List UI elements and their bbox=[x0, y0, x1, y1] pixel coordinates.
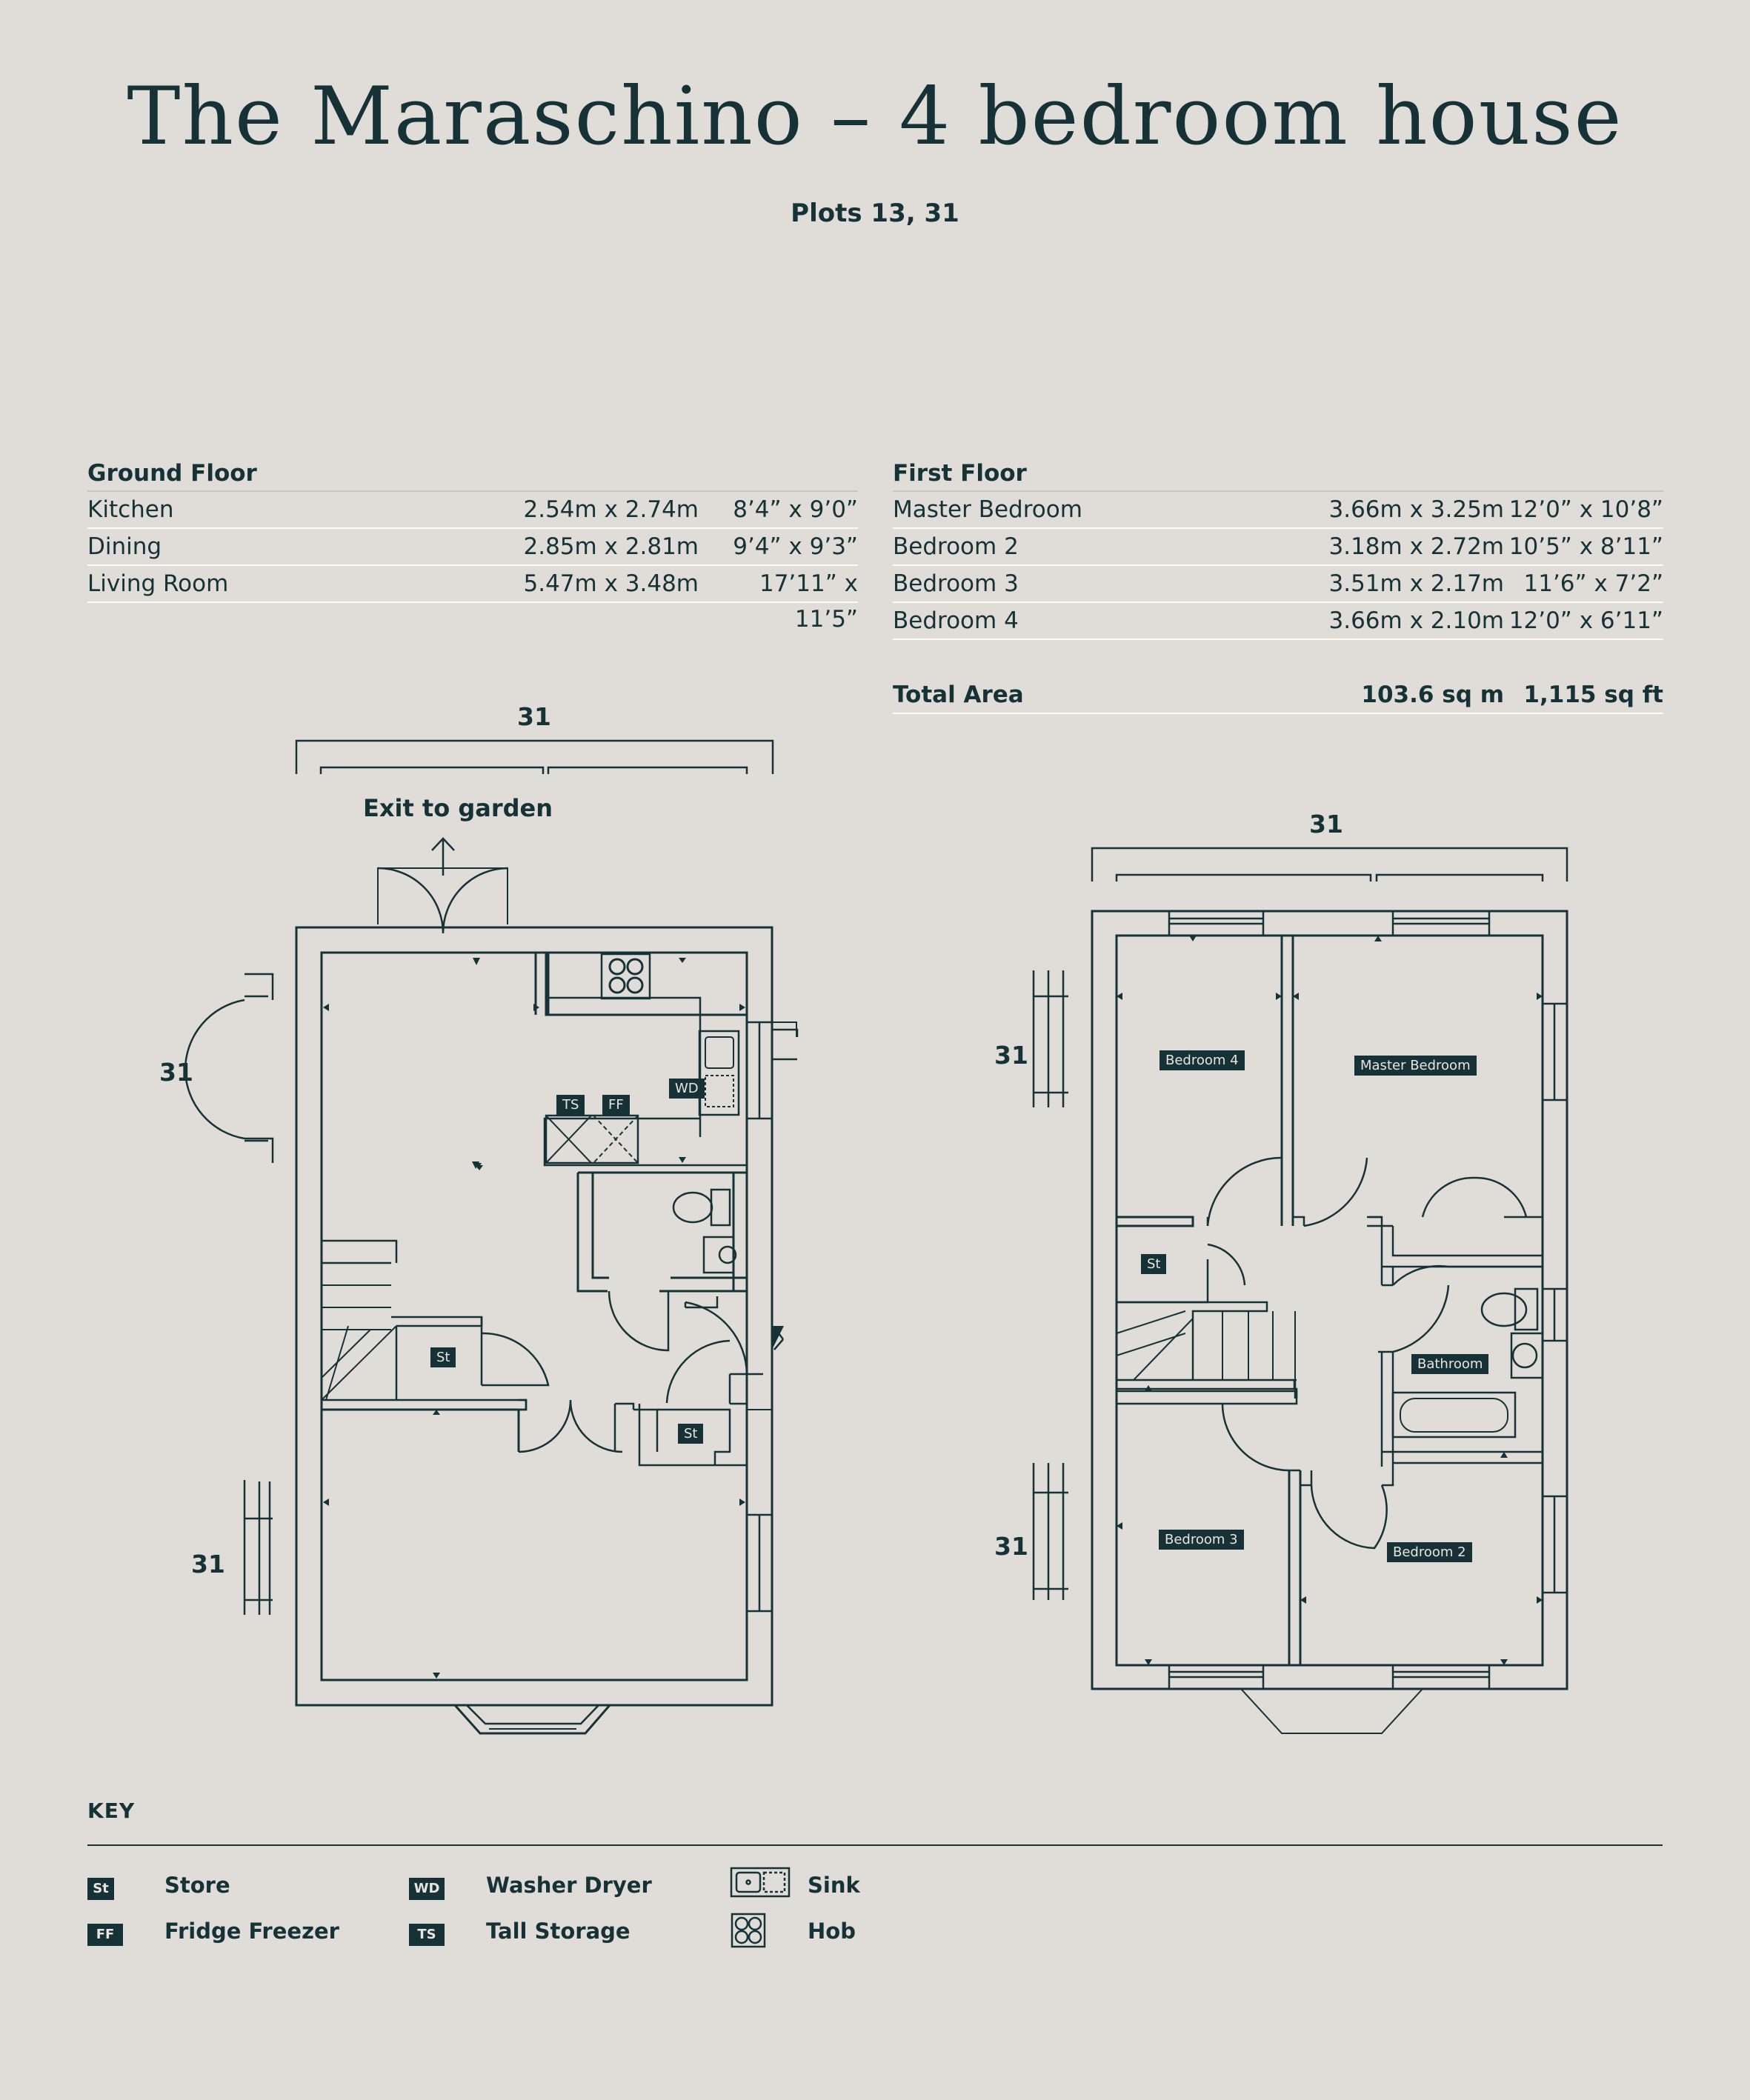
store-tag: St bbox=[1141, 1254, 1167, 1274]
washer-dryer-tag: WD bbox=[669, 1079, 705, 1099]
key-title: KEY bbox=[87, 1799, 136, 1823]
room-imperial: 8’4” x 9’0” bbox=[733, 496, 858, 523]
first-floor-heading: First Floor bbox=[893, 456, 1663, 492]
room-name: Dining bbox=[87, 533, 162, 560]
room-imperial: 12’0” x 6’11” bbox=[1508, 607, 1663, 634]
key-item-store: St bbox=[87, 1873, 114, 1900]
bedroom-4-label: Bedroom 4 bbox=[1160, 1050, 1245, 1070]
total-label: Total Area bbox=[893, 681, 1024, 708]
room-metric: 2.85m x 2.81m bbox=[523, 533, 699, 560]
room-name: Master Bedroom bbox=[893, 496, 1082, 523]
bathroom-label: Bathroom bbox=[1411, 1354, 1489, 1374]
table-row: Bedroom 4 3.66m x 2.10m 12’0” x 6’11” bbox=[893, 603, 1663, 640]
store-tag: St bbox=[678, 1424, 704, 1444]
tall-storage-tag: TS bbox=[409, 1924, 445, 1946]
total-area-row: Total Area 103.6 sq m 1,115 sq ft bbox=[893, 677, 1663, 714]
ground-floor-heading: Ground Floor bbox=[87, 456, 858, 492]
room-name: Bedroom 4 bbox=[893, 607, 1019, 634]
washer-dryer-tag: WD bbox=[409, 1878, 445, 1900]
bedroom-3-label: Bedroom 3 bbox=[1159, 1530, 1244, 1550]
table-row: Bedroom 2 3.18m x 2.72m 10’5” x 8’11” bbox=[893, 529, 1663, 566]
room-imperial: 10’5” x 8’11” bbox=[1508, 533, 1663, 560]
table-row: Dining 2.85m x 2.81m 9’4” x 9’3” bbox=[87, 529, 858, 566]
ground-plot-label-top: 31 bbox=[517, 702, 551, 731]
fridge-freezer-tag: FF bbox=[602, 1095, 630, 1115]
room-metric: 3.51m x 2.17m bbox=[1328, 570, 1505, 597]
hob-icon bbox=[731, 1913, 766, 1948]
exit-to-garden-label: Exit to garden bbox=[363, 794, 553, 822]
fridge-freezer-tag: FF bbox=[87, 1924, 123, 1946]
first-plot-label-top: 31 bbox=[1309, 810, 1343, 839]
table-row: Bedroom 3 3.51m x 2.17m 11’6” x 7’2” bbox=[893, 566, 1663, 603]
table-row: Kitchen 2.54m x 2.74m 8’4” x 9’0” bbox=[87, 492, 858, 529]
room-metric: 3.66m x 2.10m bbox=[1328, 607, 1505, 634]
room-name: Living Room bbox=[87, 570, 229, 597]
key-divider bbox=[87, 1844, 1663, 1846]
key-item-washer-dryer: WD bbox=[409, 1873, 445, 1900]
room-metric: 5.47m x 3.48m bbox=[523, 570, 699, 597]
table-row: Living Room 5.47m x 3.48m 17’11” x 11’5” bbox=[87, 566, 858, 633]
key-label-tall-storage: Tall Storage bbox=[486, 1919, 631, 1944]
room-imperial: 17’11” x 11’5” bbox=[759, 570, 858, 633]
room-name: Bedroom 3 bbox=[893, 570, 1019, 597]
total-imperial: 1,115 sq ft bbox=[1523, 681, 1663, 708]
key-label-washer-dryer: Washer Dryer bbox=[486, 1873, 652, 1898]
room-imperial: 11’6” x 7’2” bbox=[1523, 570, 1664, 597]
key-label-store: Store bbox=[164, 1873, 230, 1898]
key-label-sink: Sink bbox=[808, 1873, 860, 1898]
key-item-tall-storage: TS bbox=[409, 1919, 445, 1946]
first-plot-label-bottom: 31 bbox=[994, 1532, 1028, 1561]
room-metric: 3.66m x 3.25m bbox=[1328, 496, 1505, 523]
ground-floor-table: Ground Floor Kitchen 2.54m x 2.74m 8’4” … bbox=[87, 456, 858, 633]
table-row: Master Bedroom 3.66m x 3.25m 12’0” x 10’… bbox=[893, 492, 1663, 529]
key-label-fridge-freezer: Fridge Freezer bbox=[164, 1919, 339, 1944]
ground-plot-label-left: 31 bbox=[159, 1058, 193, 1087]
store-tag: St bbox=[87, 1878, 114, 1900]
room-metric: 2.54m x 2.74m bbox=[523, 496, 699, 523]
plots-subtitle: Plots 13, 31 bbox=[791, 199, 959, 228]
room-metric: 3.18m x 2.72m bbox=[1328, 533, 1505, 560]
master-bedroom-label: Master Bedroom bbox=[1354, 1056, 1477, 1076]
room-name: Kitchen bbox=[87, 496, 174, 523]
first-floor-table: First Floor Master Bedroom 3.66m x 3.25m… bbox=[893, 456, 1663, 714]
page-title: The Maraschino – 4 bedroom house bbox=[127, 70, 1623, 163]
room-name: Bedroom 2 bbox=[893, 533, 1019, 560]
first-plot-label-left: 31 bbox=[994, 1041, 1028, 1070]
total-metric: 103.6 sq m bbox=[1361, 681, 1504, 708]
key-item-fridge-freezer: FF bbox=[87, 1919, 123, 1946]
ground-plot-label-bottom: 31 bbox=[191, 1550, 225, 1579]
store-tag: St bbox=[430, 1347, 456, 1367]
key-label-hob: Hob bbox=[808, 1919, 856, 1944]
sink-icon bbox=[730, 1867, 791, 1898]
bedroom-2-label: Bedroom 2 bbox=[1387, 1542, 1472, 1562]
tall-storage-tag: TS bbox=[556, 1095, 585, 1115]
room-imperial: 9’4” x 9’3” bbox=[733, 533, 858, 560]
room-imperial: 12’0” x 10’8” bbox=[1508, 496, 1663, 523]
